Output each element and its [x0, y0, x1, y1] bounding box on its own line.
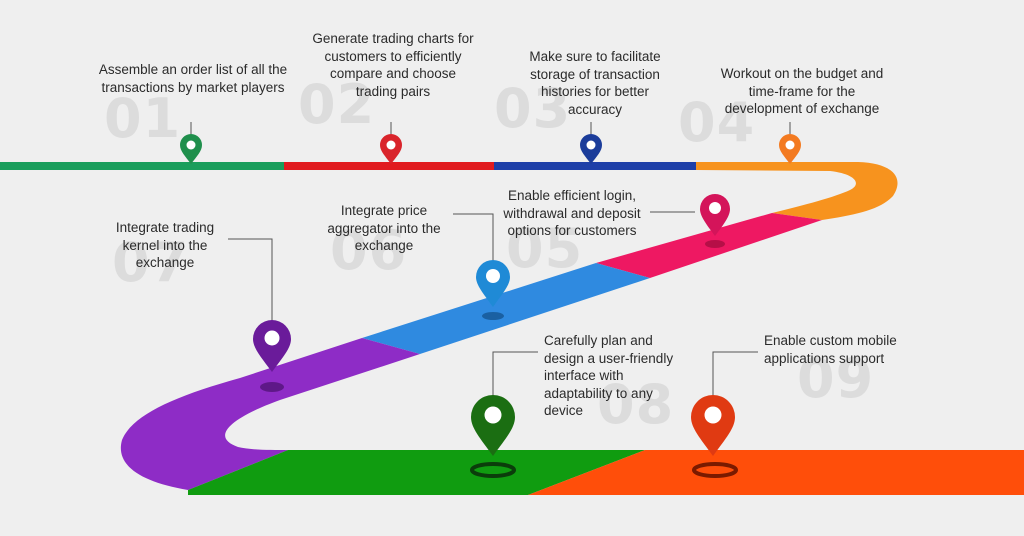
- pin-shadows: [260, 240, 738, 478]
- road-segment-4: [696, 162, 898, 220]
- pin-02-icon: [380, 134, 402, 164]
- pin-01-icon: [180, 134, 202, 164]
- road-segment-7: [120, 338, 420, 490]
- step-number-08: 08: [597, 373, 675, 436]
- step-number-04: 04: [678, 91, 756, 154]
- step-01-text: Assemble an order list of all the transa…: [98, 62, 288, 95]
- road-segment-9: [528, 450, 1024, 495]
- step-08-text: Carefully plan and design a user-friendl…: [544, 333, 674, 418]
- step-number-03: 03: [494, 77, 572, 140]
- road-segment-6: [362, 263, 650, 354]
- leader-lines: [190, 122, 791, 398]
- step-02-text: Generate trading charts for customers to…: [312, 31, 474, 99]
- step-07-text: Integrate trading kernel into the exchan…: [115, 220, 215, 270]
- road-segment-1: [0, 162, 284, 170]
- pin-03-icon: [580, 134, 602, 164]
- step-04-text: Workout on the budget and time-frame for…: [720, 66, 884, 116]
- step-number-09: 09: [797, 347, 875, 410]
- step-06-text: Integrate price aggregator into the exch…: [327, 203, 441, 253]
- pin-05-icon: [700, 194, 730, 236]
- step-number-01: 01: [104, 87, 182, 150]
- step-number-07: 07: [112, 231, 190, 294]
- road-segment-8: [188, 450, 645, 495]
- road-segment-2: [284, 162, 494, 170]
- step-05-text: Enable efficient login, withdrawal and d…: [503, 188, 641, 238]
- step-number-06: 06: [330, 219, 408, 282]
- step-number-05: 05: [506, 217, 584, 280]
- pin-06-icon: [476, 260, 510, 307]
- pin-07-icon: [253, 320, 291, 372]
- road-segment-3: [494, 162, 696, 170]
- step-03-text: Make sure to facilitate storage of trans…: [529, 49, 661, 117]
- step-09-text: Enable custom mobile applications suppor…: [764, 333, 897, 366]
- pin-08-icon: [471, 395, 515, 456]
- pin-04-icon: [779, 134, 801, 164]
- pin-09-icon: [691, 395, 735, 456]
- step-number-02: 02: [298, 73, 376, 136]
